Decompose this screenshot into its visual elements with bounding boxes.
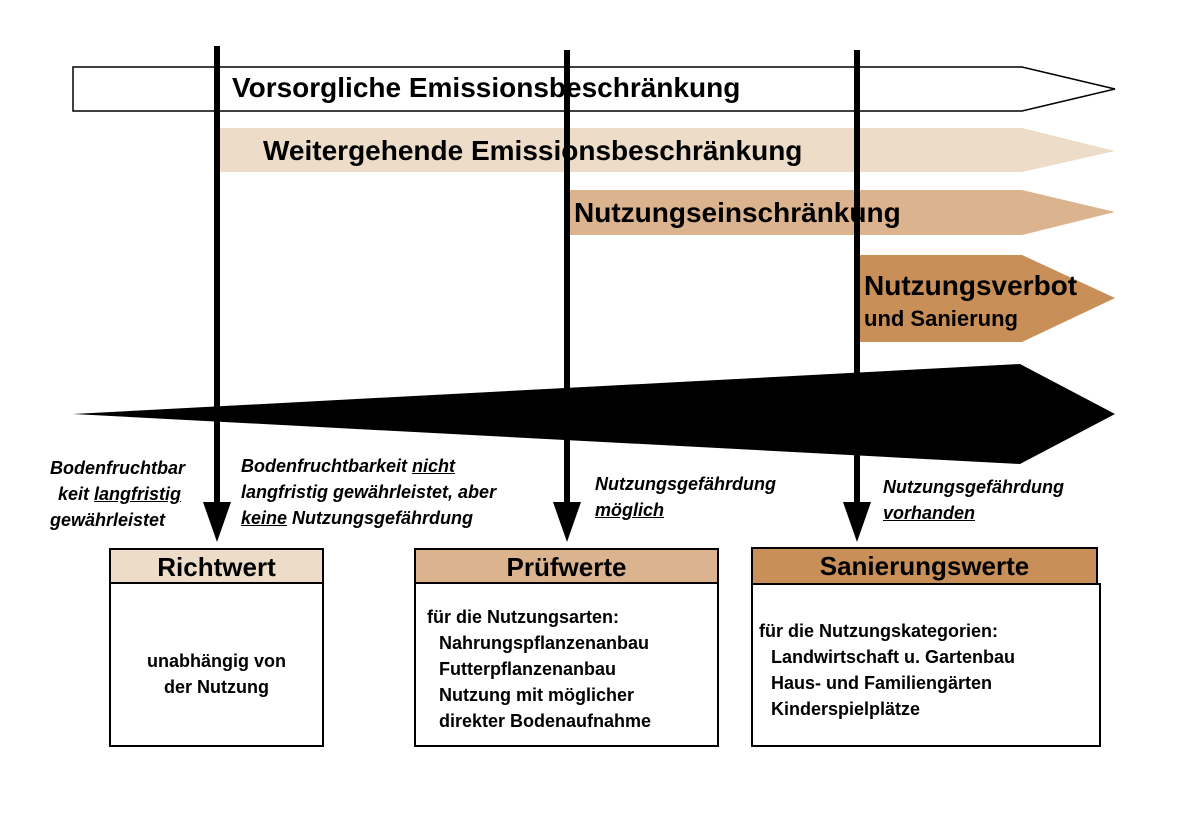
label-vorsorgliche: Vorsorgliche Emissionsbeschränkung: [232, 72, 741, 103]
box-line: Nahrungspflanzenanbau: [439, 633, 650, 653]
box-pruefwerte-title: Prüfwerte: [414, 548, 719, 584]
note-line: gewährleistet: [50, 510, 166, 530]
label-nutzungsverbot: Nutzungsverbot: [864, 270, 1078, 301]
note-nutzungsgefaehrdung-vorhanden: Nutzungsgefährdung vorhanden: [883, 477, 1064, 523]
box-line: direkter Bodenaufnahme: [439, 711, 652, 731]
box-richtwert-title: Richtwert: [109, 548, 324, 584]
box-line: Futterpflanzenanbau: [439, 659, 617, 679]
box-line: für die Nutzungskategorien:: [759, 621, 999, 641]
note-line: keine Nutzungsgefährdung: [241, 508, 474, 528]
box-line: Nutzung mit möglicher: [439, 685, 634, 705]
note-bodenfruchtbarkeit-gewaehrleistet: Bodenfruchtbar keit langfristig gewährle…: [50, 455, 185, 533]
box-line: unabhängig von: [147, 651, 286, 671]
note-line: Bodenfruchtbar: [50, 458, 185, 478]
box-line: für die Nutzungsarten:: [427, 607, 619, 627]
arrow-nutzungseinschraenkung: [567, 190, 1115, 235]
vertical-arrow-richtwert: [203, 46, 231, 542]
box-sanierungswerte-body: für die Nutzungskategorien: Landwirtscha…: [751, 583, 1101, 747]
box-line: Haus- und Familiengärten: [771, 673, 993, 693]
label-nutzungseinschraenkung: Nutzungseinschränkung: [574, 197, 901, 228]
box-line: Kinderspielplätze: [771, 699, 921, 719]
box-line: Landwirtschaft u. Gartenbau: [771, 647, 1016, 667]
note-nutzungsgefaehrdung-moeglich: Nutzungsgefährdung möglich: [595, 474, 776, 520]
arrow-nutzungsverbot: [857, 255, 1115, 342]
note-line: keit langfristig: [58, 484, 182, 504]
box-sanierungswerte-title: Sanierungswerte: [751, 547, 1098, 585]
label-weitergehende: Weitergehende Emissionsbeschränkung: [263, 135, 803, 166]
box-line: der Nutzung: [164, 677, 269, 697]
box-pruefwerte-body: für die Nutzungsarten: Nahrungspflanzena…: [414, 582, 719, 747]
note-bodenfruchtbarkeit-nicht-gewaehrleistet: Bodenfruchtbarkeit nicht langfristig gew…: [241, 453, 496, 531]
box-richtwert-body: unabhängig von der Nutzung: [109, 582, 324, 747]
intensity-wedge: [73, 364, 1115, 464]
note-line: Bodenfruchtbarkeit nicht: [241, 456, 456, 476]
arrow-weitergehende: [216, 128, 1115, 172]
label-und-sanierung: und Sanierung: [864, 306, 1018, 331]
note-line: langfristig gewährleistet, aber: [241, 482, 497, 502]
vertical-arrow-pruefwerte: [553, 50, 581, 542]
vertical-arrow-sanierung: [843, 50, 871, 542]
